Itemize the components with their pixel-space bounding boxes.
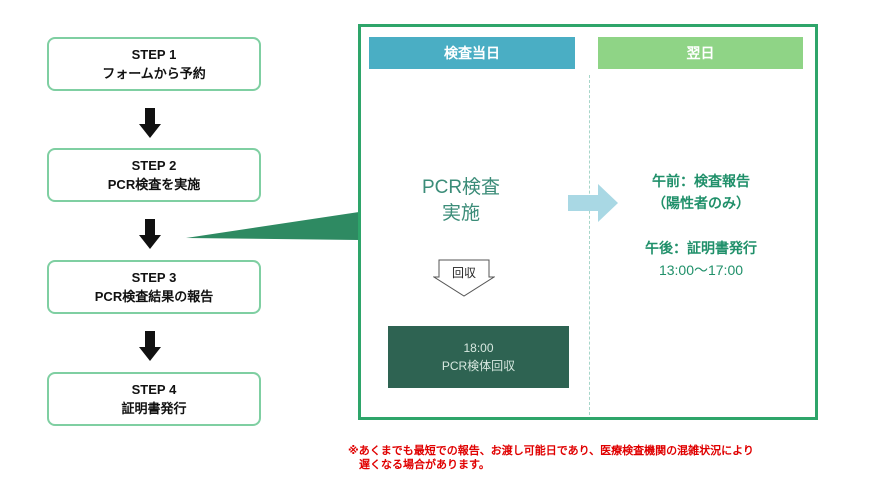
detail-panel: 検査当日 翌日 PCR検査 実施 回収 18:00 PCR検体回収 午前：検査報… — [358, 24, 818, 420]
morning-report-note: （陽性者のみ） — [652, 195, 750, 211]
step-2-description: PCR検査を実施 — [107, 177, 201, 192]
connector-wedge — [186, 212, 359, 240]
collect-arrow-icon — [433, 259, 495, 297]
step-3-box: STEP 3 PCR検査結果の報告 — [47, 260, 261, 314]
header-next-day: 翌日 — [598, 37, 803, 69]
footnote-line2: 遅くなる場合があります。 — [359, 459, 490, 471]
morning-report: 午前：検査報告 （陽性者のみ） — [601, 170, 801, 214]
right-arrow-icon — [568, 184, 618, 222]
down-arrow-icon — [139, 108, 161, 138]
step-3-number: STEP 3 — [131, 270, 177, 285]
specimen-pickup-box: 18:00 PCR検体回収 — [388, 326, 569, 388]
pickup-time: 18:00 — [463, 341, 494, 355]
day-divider — [589, 75, 590, 415]
pcr-test-text: PCR検査 実施 — [391, 175, 531, 227]
step-3-description: PCR検査結果の報告 — [94, 289, 214, 304]
step-4-number: STEP 4 — [131, 382, 177, 397]
step-2-number: STEP 2 — [131, 158, 177, 173]
step-1-number: STEP 1 — [131, 47, 177, 62]
pcr-test-line1: PCR検査 — [421, 177, 501, 198]
step-1-box: STEP 1 フォームから予約 — [47, 37, 261, 91]
down-arrow-icon — [139, 331, 161, 361]
down-arrow-icon — [139, 219, 161, 249]
step-4-description: 証明書発行 — [121, 401, 187, 416]
step-2-box: STEP 2 PCR検査を実施 — [47, 148, 261, 202]
step-1-description: フォームから予約 — [102, 66, 206, 81]
collect-label: 回収 — [451, 266, 476, 280]
header-test-day: 検査当日 — [369, 37, 575, 69]
morning-report-text: 午前：検査報告 — [652, 173, 750, 189]
step-4-box: STEP 4 証明書発行 — [47, 372, 261, 426]
footnote-line1: ※あくまでも最短での報告、お渡し可能日であり、医療検査機関の混雑状況により — [348, 445, 754, 457]
footnote: ※あくまでも最短での報告、お渡し可能日であり、医療検査機関の混雑状況により 遅く… — [348, 444, 848, 472]
pickup-label: PCR検体回収 — [441, 359, 516, 373]
afternoon-issue: 午後：証明書発行 13:00～17:00 — [601, 237, 801, 281]
afternoon-issue-time: 13:00～17:00 — [658, 262, 744, 278]
afternoon-issue-text: 午後：証明書発行 — [645, 240, 757, 256]
pcr-test-line2: 実施 — [441, 203, 480, 224]
